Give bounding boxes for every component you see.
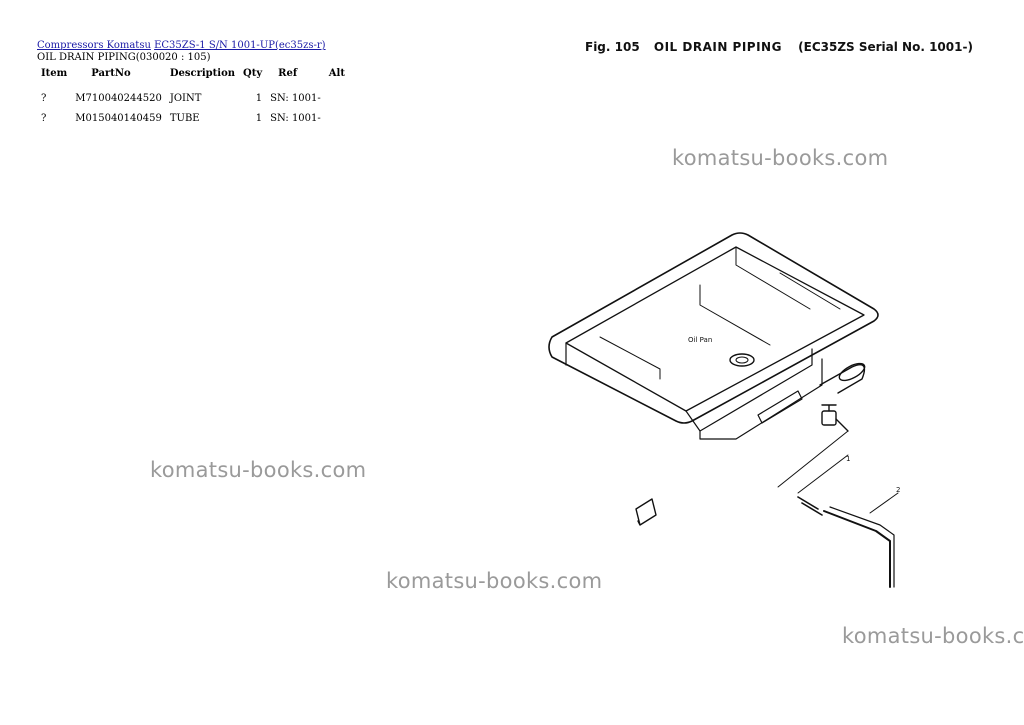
oil-drain-piping-diagram: [548, 232, 899, 588]
cell-ref: SN: 1001-: [270, 92, 321, 104]
oil-pan-label: Oil Pan: [688, 336, 713, 344]
table-row: ? M015040140459 TUBE 1 SN: 1001-: [37, 108, 349, 128]
cell-qty: 1: [255, 92, 263, 104]
page-title: OIL DRAIN PIPING(030020 : 105): [37, 52, 211, 63]
watermark: komatsu-books.com: [672, 146, 889, 170]
watermark: komatsu-books.com: [386, 569, 603, 593]
cell-ref: SN: 1001-: [270, 112, 321, 124]
oil-pan-inner-rim: [565, 246, 865, 412]
header-ref: Ref: [278, 67, 298, 79]
oil-pan-outer-rim: [548, 232, 879, 424]
callout-2: 2: [896, 486, 901, 494]
callout-2-leader: [869, 492, 899, 514]
table-header-row: Item PartNo Description Qty Ref Alt: [37, 66, 349, 80]
header-item: Item: [41, 67, 68, 79]
oil-pan-bottom: [699, 358, 823, 440]
cell-alt: [325, 108, 349, 128]
small-bracket: [635, 498, 657, 526]
header-qty: Qty: [243, 67, 263, 79]
drain-valve: [821, 410, 837, 426]
cell-description: JOINT: [169, 92, 202, 104]
oil-pan-inner-detail: [599, 246, 841, 380]
watermark: komatsu-books.com: [150, 458, 367, 482]
cell-qty: 1: [255, 112, 263, 124]
cell-item: ?: [41, 112, 47, 124]
callout-1-leader: [777, 430, 849, 494]
bracket: [757, 390, 803, 424]
joint-part: [797, 496, 823, 516]
oil-pan-wall: [565, 342, 813, 432]
cell-item: ?: [41, 92, 47, 104]
tube-part: [823, 510, 891, 588]
header-alt: Alt: [328, 67, 345, 79]
figure-caption: Fig. 105 OIL DRAIN PIPING (EC35ZS Serial…: [585, 40, 973, 54]
watermark: komatsu-books.com: [842, 624, 1024, 648]
breadcrumb-link-compressors[interactable]: Compressors Komatsu: [37, 40, 151, 51]
header-description: Description: [169, 67, 236, 79]
breadcrumb-link-model[interactable]: EC35ZS-1 S/N 1001-UP(ec35zs-r): [154, 40, 326, 51]
cell-alt: [325, 80, 349, 108]
cell-partno: M015040140459: [75, 112, 162, 124]
figure-serial: (EC35ZS Serial No. 1001-): [798, 40, 973, 54]
callout-1: 1: [846, 455, 851, 463]
table-row: ? M710040244520 JOINT 1 SN: 1001-: [37, 80, 349, 108]
figure-title: OIL DRAIN PIPING: [653, 40, 782, 54]
lever-grip: [838, 362, 866, 382]
cell-partno: M710040244520: [75, 92, 162, 104]
lever-arm: [819, 364, 866, 394]
figure-number: Fig. 105: [585, 40, 640, 54]
header-partno: PartNo: [91, 67, 131, 79]
parts-table: Item PartNo Description Qty Ref Alt ? M7…: [37, 66, 349, 128]
drain-plug: [729, 353, 755, 367]
cell-description: TUBE: [169, 112, 200, 124]
breadcrumb: Compressors Komatsu EC35ZS-1 S/N 1001-UP…: [37, 40, 326, 51]
